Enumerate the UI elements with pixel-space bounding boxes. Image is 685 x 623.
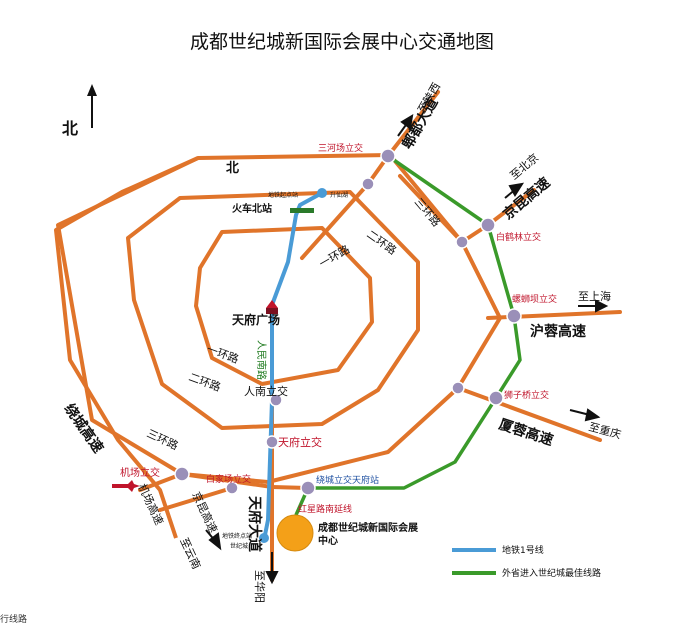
arrow-huayang-icon — [265, 571, 279, 585]
label-to-shaanxi: 至陕西 — [414, 80, 443, 116]
label-tianfu-ix: 天府立交 — [278, 435, 322, 449]
arrow-shanghai-icon — [595, 299, 609, 313]
label-hongxing: 红星路南延线 — [298, 503, 352, 515]
erhuan-se-node-icon — [451, 381, 465, 395]
label-renmin-ix: 人南立交 — [244, 384, 288, 398]
baijiachang-node-icon — [225, 481, 239, 495]
ring-roads — [54, 153, 502, 539]
legend-metro-label: 地铁1号线 — [502, 544, 544, 556]
label-tianfu-ave: 天府大道 — [246, 496, 263, 552]
label-jingkun-sw: 京昆高速 — [189, 489, 220, 535]
label-baijiachang: 白家场立交 — [206, 473, 251, 485]
best-route-line — [294, 154, 522, 516]
label-north: 北 — [226, 161, 239, 176]
venue-icon — [276, 514, 314, 552]
label-raocheng-tianfu: 绕城立交天府站 — [316, 474, 379, 486]
renmin-node-icon — [269, 393, 283, 407]
label-to-shanghai: 至上海 — [578, 289, 611, 303]
north-node-icon — [361, 177, 375, 191]
label-airport-ix: 机场立交 — [120, 466, 160, 479]
arrow-chongqing-icon — [584, 408, 601, 422]
metro-start-icon — [317, 188, 327, 198]
map-title: 成都世纪城新国际会展中心交通地图 — [190, 31, 494, 53]
compass-label: 北 — [62, 119, 78, 138]
raocheng-tianfu-node-icon — [300, 480, 316, 496]
label-luoshi: 螺蛳坝立交 — [512, 293, 557, 305]
label-yihuan-top: 一环路 — [317, 243, 352, 271]
legend: 地铁1号线 外省进入世纪城最佳线路 — [452, 544, 601, 579]
tianfu-node-icon — [265, 435, 279, 449]
baihelin-node-icon — [480, 217, 496, 233]
label-sanhuan-left: 三环路 — [145, 427, 180, 453]
label-shijicheng-small: 世纪城 — [230, 542, 248, 550]
footer-text: 行线路 — [0, 613, 27, 623]
luoshi-node-icon — [506, 308, 522, 324]
interchange-nodes — [174, 148, 522, 496]
tianfu-square-marker — [266, 300, 278, 314]
label-shizi: 狮子桥立交 — [504, 389, 549, 401]
yihuan-ring — [194, 226, 374, 386]
metro-line-1 — [262, 191, 324, 542]
venue-label-box: 成都世纪城新国际会展中心 — [318, 523, 418, 547]
metro-end-icon — [259, 533, 269, 543]
arrow-beijing-icon — [508, 182, 525, 197]
arrow-shaanxi-icon — [400, 114, 414, 130]
label-jingkun: 京昆高速 — [500, 174, 554, 223]
label-sanhechang: 三河场立交 — [318, 142, 363, 154]
label-erhuan-top: 二环路 — [364, 228, 398, 258]
label-to-beijing: 至北京 — [507, 150, 541, 182]
north-arrow-icon — [87, 84, 97, 96]
label-tianfu-square: 天府广场 — [232, 312, 280, 327]
erhuan-ne-node-icon — [455, 235, 469, 249]
shizi-node-icon — [488, 390, 504, 406]
sanhuan-ring — [56, 153, 502, 484]
label-metro-start: 地铁起点站 — [268, 191, 298, 199]
direction-arrows — [205, 114, 609, 585]
label-to-yunnan: 至云南 — [177, 536, 203, 571]
monument-icon — [266, 300, 278, 308]
airplane-icon — [112, 480, 140, 492]
arrow-yunnan-icon — [208, 532, 222, 551]
label-to-huayang: 至华阳 — [253, 570, 267, 603]
label-venue: 成都世纪城新国际会展中心 — [318, 523, 418, 547]
legend-route-label: 外省进入世纪城最佳线路 — [502, 567, 601, 579]
label-renmin-nanlu: 人民南路 — [255, 340, 268, 380]
airport-node-icon — [174, 466, 190, 482]
label-hurong: 沪蓉高速 — [530, 323, 586, 340]
label-train-north: 火车北站 — [232, 202, 272, 215]
erhuan-ring — [126, 190, 420, 430]
sanhechang-node-icon — [380, 148, 396, 164]
compass: 北 — [62, 84, 97, 138]
train-north-rail-icon — [290, 208, 314, 213]
label-metro-end: 地铁终点站 — [222, 532, 252, 540]
raocheng-arc — [54, 156, 199, 539]
label-shengxianhu: 升仙湖 — [330, 191, 348, 199]
label-baihelin: 白鹤林立交 — [496, 231, 541, 243]
label-erhuan-left: 二环路 — [187, 371, 222, 395]
label-airport-hwy: 机场高速 — [135, 481, 166, 527]
